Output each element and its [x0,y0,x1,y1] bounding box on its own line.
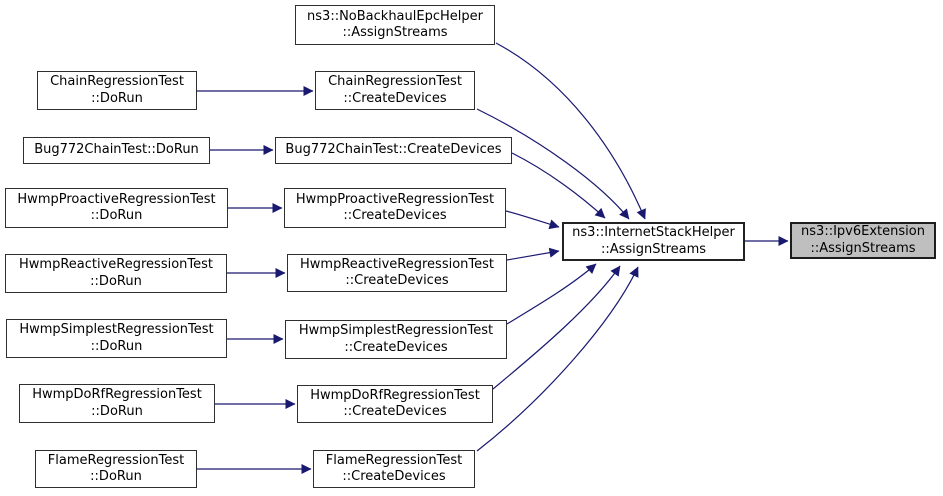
node-hwmpsimplestregressiontest-createdevices[interactable]: HwmpSimplestRegressionTest::CreateDevice… [285,320,507,359]
node-chainregressiontest-createdevices[interactable]: ChainRegressionTest::CreateDevices [315,71,475,110]
node-label-line: Bug772ChainTest::DoRun [34,142,199,158]
node-label-line: HwmpProactiveRegressionTest [17,191,216,207]
node-label-line: ChainRegressionTest [328,74,462,89]
node-label-line: ::AssignStreams [342,25,448,40]
node-hwmpdorfregressiontest-dorun[interactable]: HwmpDoRfRegressionTest::DoRun [19,384,215,423]
node-chainregressiontest-dorun[interactable]: ChainRegressionTest::DoRun [37,71,197,110]
node-label-line: ::AssignStreams [600,241,707,257]
edge-hwmpreactiveregressiontest-createdevices-to-internetstackhelper-assignstreams [506,247,560,261]
node-label-line: ::DoRun [90,273,142,289]
node-label-line: ::DoRun [90,208,143,223]
node-hwmpreactiveregressiontest-dorun[interactable]: HwmpReactiveRegressionTest::DoRun [5,254,227,293]
node-hwmpreactiveregressiontest-createdevices[interactable]: HwmpReactiveRegressionTest::CreateDevice… [287,254,507,292]
node-flameregressiontest-createdevices[interactable]: FlameRegressionTest::CreateDevices [313,450,475,488]
node-nobackhaulepchelper-assignstreams[interactable]: ns3::NoBackhaulEpcHelper::AssignStreams [295,5,495,45]
node-label-line: ::CreateDevices [342,469,446,484]
node-label-line: Bug772ChainTest::CreateDevices [285,142,502,158]
edge-hwmpsimplestregressiontest-createdevices-to-internetstackhelper-assignstreams [506,263,597,325]
node-label-line: ::CreateDevices [345,273,449,288]
node-internetstackhelper-assignstreams[interactable]: ns3::InternetStackHelper::AssignStreams [562,222,745,261]
node-hwmpsimplestregressiontest-dorun[interactable]: HwmpSimplestRegressionTest::DoRun [6,319,227,358]
node-ipv6extension-assignstreams: ns3::Ipv6Extension::AssignStreams [790,222,936,259]
node-label-line: ns3::Ipv6Extension [801,224,925,239]
edge-chainregressiontest-createdevices-to-internetstackhelper-assignstreams [476,108,630,220]
node-label-line: FlameRegressionTest [47,452,185,468]
node-label-line: HwmpDoRfRegressionTest [32,387,202,402]
edge-hwmpdorfregressiontest-createdevices-to-internetstackhelper-assignstreams [492,265,621,390]
node-label-line: ::DoRun [90,338,143,354]
node-bug772chaintest-dorun[interactable]: Bug772ChainTest::DoRun [23,137,210,164]
node-label-line: HwmpSimplestRegressionTest [19,322,214,337]
node-label-line: ns3::InternetStackHelper [572,225,735,240]
node-label-line: HwmpReactiveRegressionTest [19,257,213,272]
node-label-line: FlameRegressionTest [325,452,463,468]
edge-hwmpproactiveregressiontest-createdevices-to-internetstackhelper-assignstreams [505,210,560,230]
node-label-line: ChainRegressionTest [50,74,184,89]
node-hwmpproactiveregressiontest-dorun[interactable]: HwmpProactiveRegressionTest::DoRun [5,188,228,228]
node-hwmpdorfregressiontest-createdevices[interactable]: HwmpDoRfRegressionTest::CreateDevices [297,385,493,423]
node-hwmpproactiveregressiontest-createdevices[interactable]: HwmpProactiveRegressionTest::CreateDevic… [284,188,506,228]
node-label-line: ::DoRun [90,469,142,484]
edges-layer [197,42,789,474]
node-flameregressiontest-dorun[interactable]: FlameRegressionTest::DoRun [35,450,197,488]
node-label-line: ns3::NoBackhaulEpcHelper [307,8,483,24]
edge-nobackhaulepchelper-assignstreams-to-internetstackhelper-assignstreams [495,42,646,220]
node-label-line: ::CreateDevices [343,404,447,419]
node-bug772chaintest-createdevices[interactable]: Bug772ChainTest::CreateDevices [275,137,512,164]
node-label-line: HwmpDoRfRegressionTest [310,387,480,403]
node-label-line: ::CreateDevices [344,339,448,355]
node-label-line: ::AssignStreams [810,240,916,256]
node-label-line: ::CreateDevices [343,208,447,223]
node-label-line: HwmpSimplestRegressionTest [298,323,494,338]
edge-bug772chaintest-createdevices-to-internetstackhelper-assignstreams [511,152,606,219]
node-label-line: ::CreateDevices [343,90,447,106]
node-label-line: ::DoRun [91,403,143,419]
node-label-line: ::DoRun [91,90,143,106]
edge-flameregressiontest-createdevices-to-internetstackhelper-assignstreams [476,266,639,452]
node-label-line: HwmpProactiveRegressionTest [295,191,495,207]
node-label-line: HwmpReactiveRegressionTest [300,256,494,272]
